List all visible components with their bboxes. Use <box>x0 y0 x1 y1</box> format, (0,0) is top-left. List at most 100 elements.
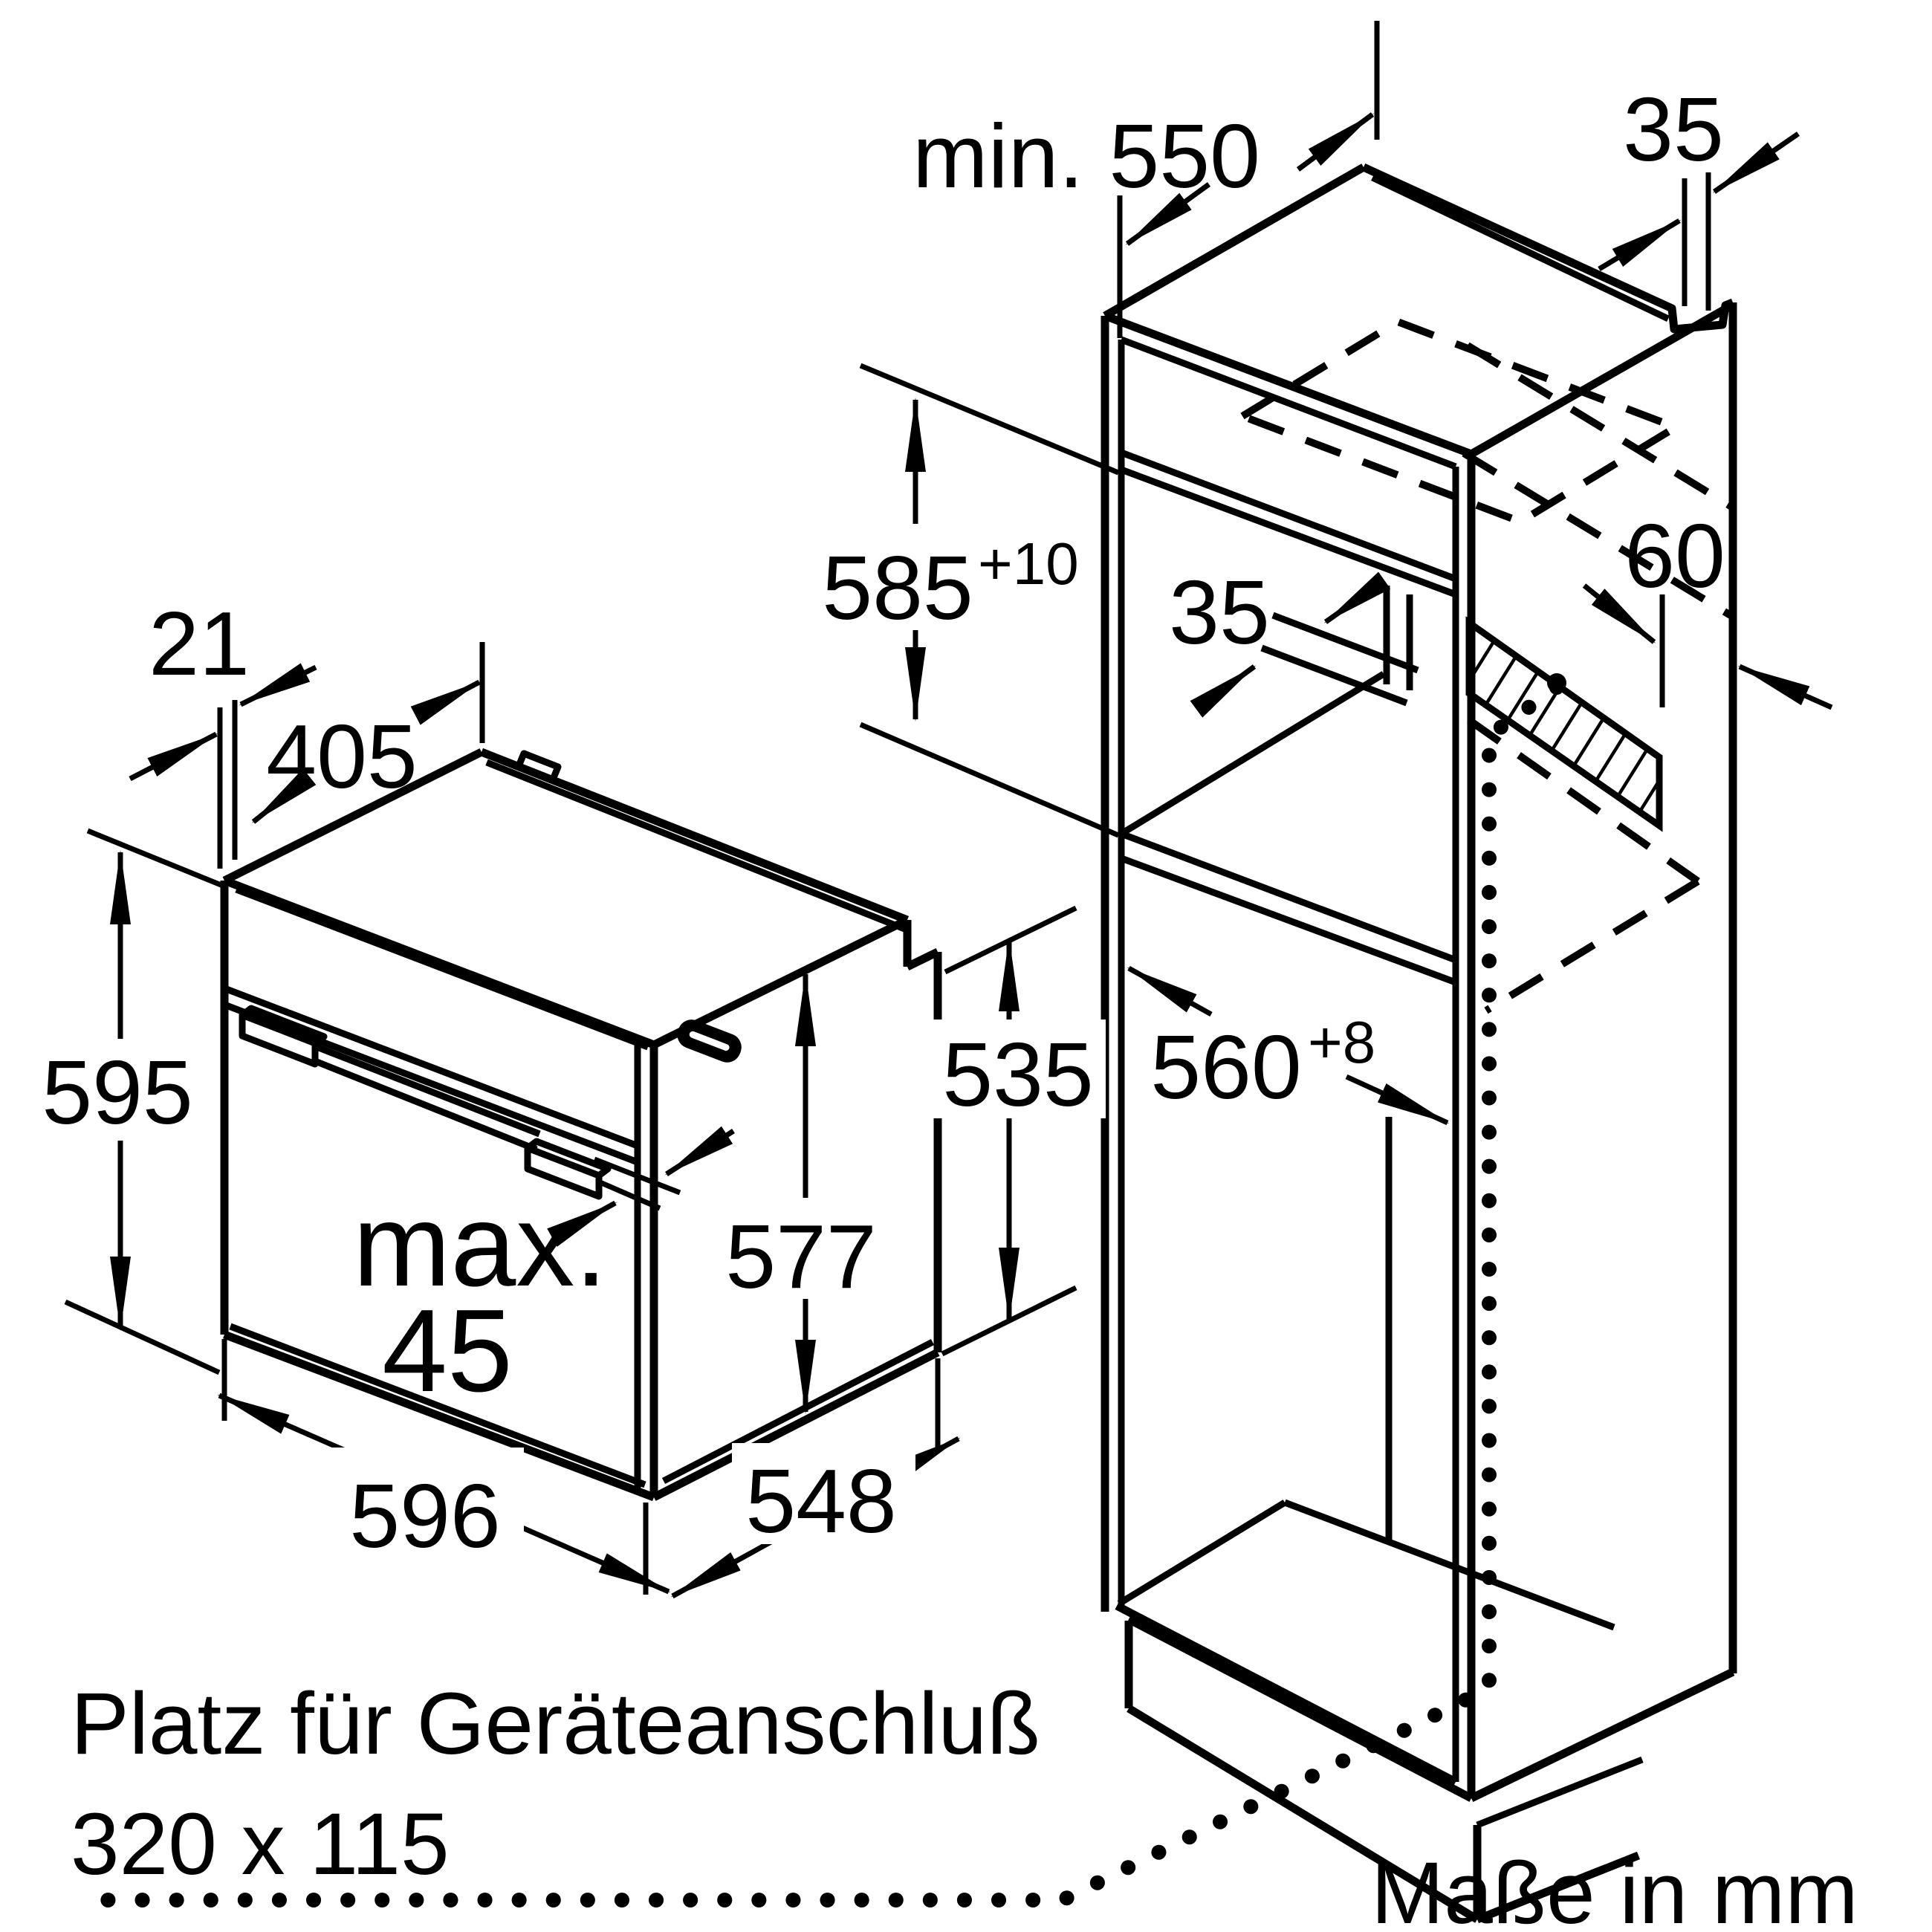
oven-front-top-edge <box>223 876 655 1049</box>
dim-596-gap <box>327 1448 524 1562</box>
handle-right-mount <box>524 1144 603 1200</box>
cabinet-shelf-top-line <box>1120 449 1457 583</box>
dim-21-arrow-left <box>129 731 218 782</box>
dim-405-arrow-left <box>251 768 317 824</box>
handle-left-mount-top <box>240 1005 328 1046</box>
cabinet-top-front-inner-edge <box>1120 336 1457 470</box>
label-595: 595 <box>42 1042 193 1143</box>
label-45: 45 <box>382 1286 513 1416</box>
side-panel-arrow <box>1737 664 1833 710</box>
dim-405-arrow-right <box>410 679 482 725</box>
dim-35-top <box>1598 132 1800 311</box>
label-585-tolerance: +10 <box>978 531 1079 597</box>
grip-inner <box>682 1024 736 1058</box>
dim-35top-arrow-right <box>1712 132 1800 194</box>
note-units: Maße in mm <box>1371 1844 1858 1932</box>
label-405: 405 <box>266 706 418 807</box>
dim-535-gap <box>930 1020 1106 1118</box>
plinth-bottom-front-edge <box>1127 1705 1479 1923</box>
hidden-edge-upper <box>1465 342 1735 511</box>
cabinet-floor-depth-edge <box>1117 1500 1287 1607</box>
dim-595-ext-bottom <box>64 1299 221 1375</box>
dim-60-arrow <box>1582 583 1656 644</box>
label-560: 560 <box>1150 1017 1302 1118</box>
hidden-cutout-outline <box>1234 317 1685 526</box>
dim-595 <box>39 828 224 1375</box>
oven-outline <box>220 748 942 1502</box>
cabinet-top-front-edge <box>1103 311 1473 458</box>
cabinet-floor-front-edge <box>1115 1602 1458 1786</box>
label-548: 548 <box>745 1450 897 1552</box>
label-35-top: 35 <box>1623 79 1724 180</box>
oven-top-front-inner-line <box>235 886 649 1051</box>
cabinet-niche-floor-depth-edge <box>1119 671 1386 837</box>
dim-min550 <box>1117 21 1380 338</box>
handle-right-mount-top <box>525 1138 612 1179</box>
cabinet-top-back-inner-edge <box>1371 174 1670 322</box>
label-577: 577 <box>725 1206 877 1307</box>
hidden-edge-lower <box>1462 450 1735 620</box>
handle-bar-bottom <box>314 1057 538 1153</box>
label-60: 60 <box>1624 505 1725 606</box>
handle-bar-top <box>314 1043 541 1138</box>
grip-outer <box>677 1020 742 1063</box>
label-35-inner: 35 <box>1169 562 1270 663</box>
dim-585-ext-bottom <box>859 722 1120 838</box>
vent-hatch-strip <box>1465 616 1663 832</box>
oven-top-back-inner-edge <box>485 759 906 933</box>
plinth-bottom-right-edge <box>1475 1851 1641 1924</box>
hidden-connection-edge-2 <box>1484 878 1700 1014</box>
oven-door-top-line <box>223 1001 639 1166</box>
dim-560-arrow-left <box>1127 965 1213 1017</box>
cabinet-outline <box>1100 163 1737 1924</box>
note-connection-line1: Platz für Geräteanschluß <box>71 1675 1040 1773</box>
cabinet-floor-back-edge <box>1283 1499 1615 1631</box>
label-560-tolerance: +8 <box>1308 1009 1375 1075</box>
hidden-connection-edge-1 <box>1467 716 1700 885</box>
cabinet-top-right-depth-edge <box>1469 301 1735 458</box>
label-596: 596 <box>349 1465 501 1566</box>
dim-45-arrow-upper <box>664 1126 735 1176</box>
label-535: 535 <box>942 1024 1094 1125</box>
cabinet-hidden-edges <box>1234 317 1735 1014</box>
dim-548 <box>670 1358 961 1599</box>
cabinet-top-back-edge-with-notch <box>1361 163 1735 334</box>
dim-535 <box>930 905 1106 1357</box>
plinth-top-right-edge <box>1476 1756 1644 1829</box>
dim-60 <box>1582 583 1833 710</box>
dim-577-gap <box>719 1198 888 1299</box>
oven-rear-trim-notch <box>515 750 562 781</box>
oven-top-left-depth-edge <box>222 748 484 884</box>
dim-548-gap <box>732 1443 915 1544</box>
label-585: 585 <box>822 537 973 638</box>
note-connection-line2: 320 x 115 <box>71 1795 450 1893</box>
label-min550: min. 550 <box>912 106 1260 207</box>
oven-handle <box>239 1005 612 1200</box>
dim-21-arrow-right <box>239 663 317 707</box>
dim-35top-arrow-left <box>1598 218 1682 271</box>
dim-595-ext-top <box>86 828 224 889</box>
dim-577 <box>719 972 888 1414</box>
dim-585-gap <box>814 524 1091 630</box>
cabinet-niche-bottom-line <box>1120 830 1457 964</box>
dim-45-mark-2 <box>597 1179 661 1211</box>
dim-35inner-arrow-upper <box>1323 571 1391 624</box>
dim-45-mark-1 <box>593 1156 681 1196</box>
dim-560-arrow-right <box>1345 1074 1450 1126</box>
dim-560 <box>1127 965 1450 1126</box>
label-max: max. <box>353 1180 607 1311</box>
dim-585-ext-top <box>859 363 1120 476</box>
cabinet-floor-front-outer-edge <box>1127 1615 1474 1802</box>
dim-21 <box>129 663 317 869</box>
dim-35inner-arrow-lower <box>1190 664 1257 718</box>
dim-45-arrow-lower <box>547 1200 617 1247</box>
oven-top-back-edge <box>479 748 910 924</box>
oven-rear-step-depth <box>905 948 940 970</box>
cabinet-top-left-depth-edge <box>1103 163 1366 320</box>
cabinet-right-panel-bottom-edge <box>1469 1668 1735 1802</box>
dim-595-gap <box>39 1039 199 1141</box>
dim-596 <box>217 1339 671 1595</box>
cabinet-rear-gap-mark-1 <box>1271 612 1419 674</box>
